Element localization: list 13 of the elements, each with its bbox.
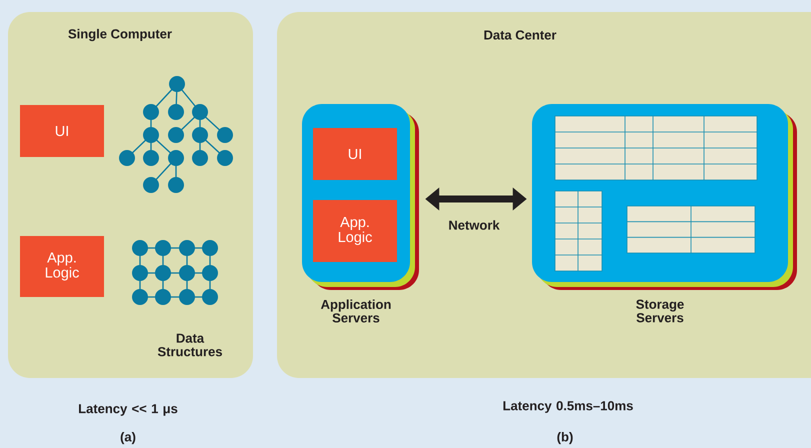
caption-text: Application Servers <box>320 299 391 323</box>
edge-label: Network <box>447 219 501 231</box>
caption-text: Data Structures <box>158 334 222 356</box>
panel-label: (a) <box>120 432 136 444</box>
caption-text: Latency 0.5ms–10ms <box>503 401 633 413</box>
component-box: UI <box>20 105 104 157</box>
caption-text: Latency << 1 μs <box>79 404 178 416</box>
panel-label: (b) <box>557 432 573 444</box>
caption-text: Storage Servers <box>636 300 684 322</box>
server-stack <box>532 104 797 290</box>
component-box: App. Logic <box>20 236 104 297</box>
component-box: UI <box>313 128 397 180</box>
component-box: App. Logic <box>313 200 397 262</box>
